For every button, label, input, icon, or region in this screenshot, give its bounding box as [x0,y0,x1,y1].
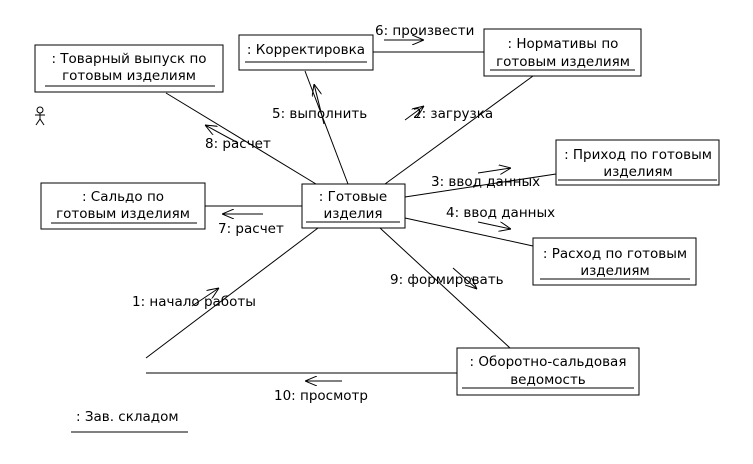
message-label-m10: 10: просмотр [274,388,368,404]
object-raskhod-line1: : Расход по готовым [543,246,687,262]
message-label-m5: 5: выполнить [272,106,367,122]
message-label-m3: 3: ввод данных [431,174,540,190]
object-korrekt[interactable]: : Корректировка [238,34,374,71]
object-tovarny[interactable]: : Товарный выпуск по готовым изделиям [34,44,224,93]
actor-zav-skladom[interactable]: : Зав. складом [71,409,188,433]
actor-stick-figure-icon [35,106,45,126]
object-oborot[interactable]: : Оборотно-сальдовая ведомость [456,347,640,396]
message-label-m9: 9: формировать [390,272,504,288]
message-label-m7: 7: расчет [218,221,284,237]
object-gotovye-line1: : Готовые [319,189,387,205]
object-oborot-line1: : Оборотно-сальдовая [470,354,627,370]
link-actor-gotovye [145,227,319,359]
arrow-m9 [452,267,477,289]
links [145,51,557,374]
arrow-m2 [404,106,424,121]
object-saldo-line1: : Сальдо по [82,189,164,205]
message-label-m6: 6: произвести [375,23,474,39]
link-gotovye-korrekt [304,70,349,185]
object-oborot-line2: ведомость [510,372,586,388]
message-label-m2: 2: загрузка [413,106,493,122]
message-label-m4: 4: ввод данных [446,205,555,221]
object-gotovye[interactable]: : Готовые изделия [301,183,406,229]
object-normativy-line1: : Нормативы по [508,36,619,52]
actor-name: : Зав. складом [76,409,179,425]
link-gotovye-prikhod [404,173,557,198]
link-gotovye-oborot [379,227,511,349]
object-prikhod-line2: изделиям [603,164,672,180]
object-raskhod[interactable]: : Расход по готовым изделиям [532,237,697,286]
arrow-m3 [477,168,511,173]
arrow-m5 [314,84,325,125]
arrow-m4 [477,221,511,229]
link-gotovye-normativy [384,75,534,185]
object-normativy[interactable]: : Нормативы по готовым изделиям [483,28,642,77]
link-gotovye-tovarny [165,92,317,185]
arrow-m1 [191,288,219,307]
object-normativy-line2: готовым изделиям [496,54,630,70]
object-tovarny-line1: : Товарный выпуск по [51,51,206,67]
arrow-m8 [205,125,239,144]
object-saldo[interactable]: : Сальдо по готовым изделиям [40,182,206,230]
message-arrows [191,40,511,381]
object-prikhod-line1: : Приход по готовым [564,147,712,163]
object-gotovye-line2: изделия [323,206,382,222]
object-prikhod[interactable]: : Приход по готовым изделиям [555,139,720,186]
object-saldo-line2: готовым изделиям [56,206,190,222]
object-raskhod-line2: изделиям [580,263,649,279]
message-label-m8: 8: расчет [205,136,271,152]
object-korrekt-line1: : Корректировка [247,42,365,58]
link-gotovye-raskhod [404,217,534,247]
message-label-m1: 1: начало работы [132,294,256,310]
object-tovarny-line2: готовым изделиям [62,68,196,84]
